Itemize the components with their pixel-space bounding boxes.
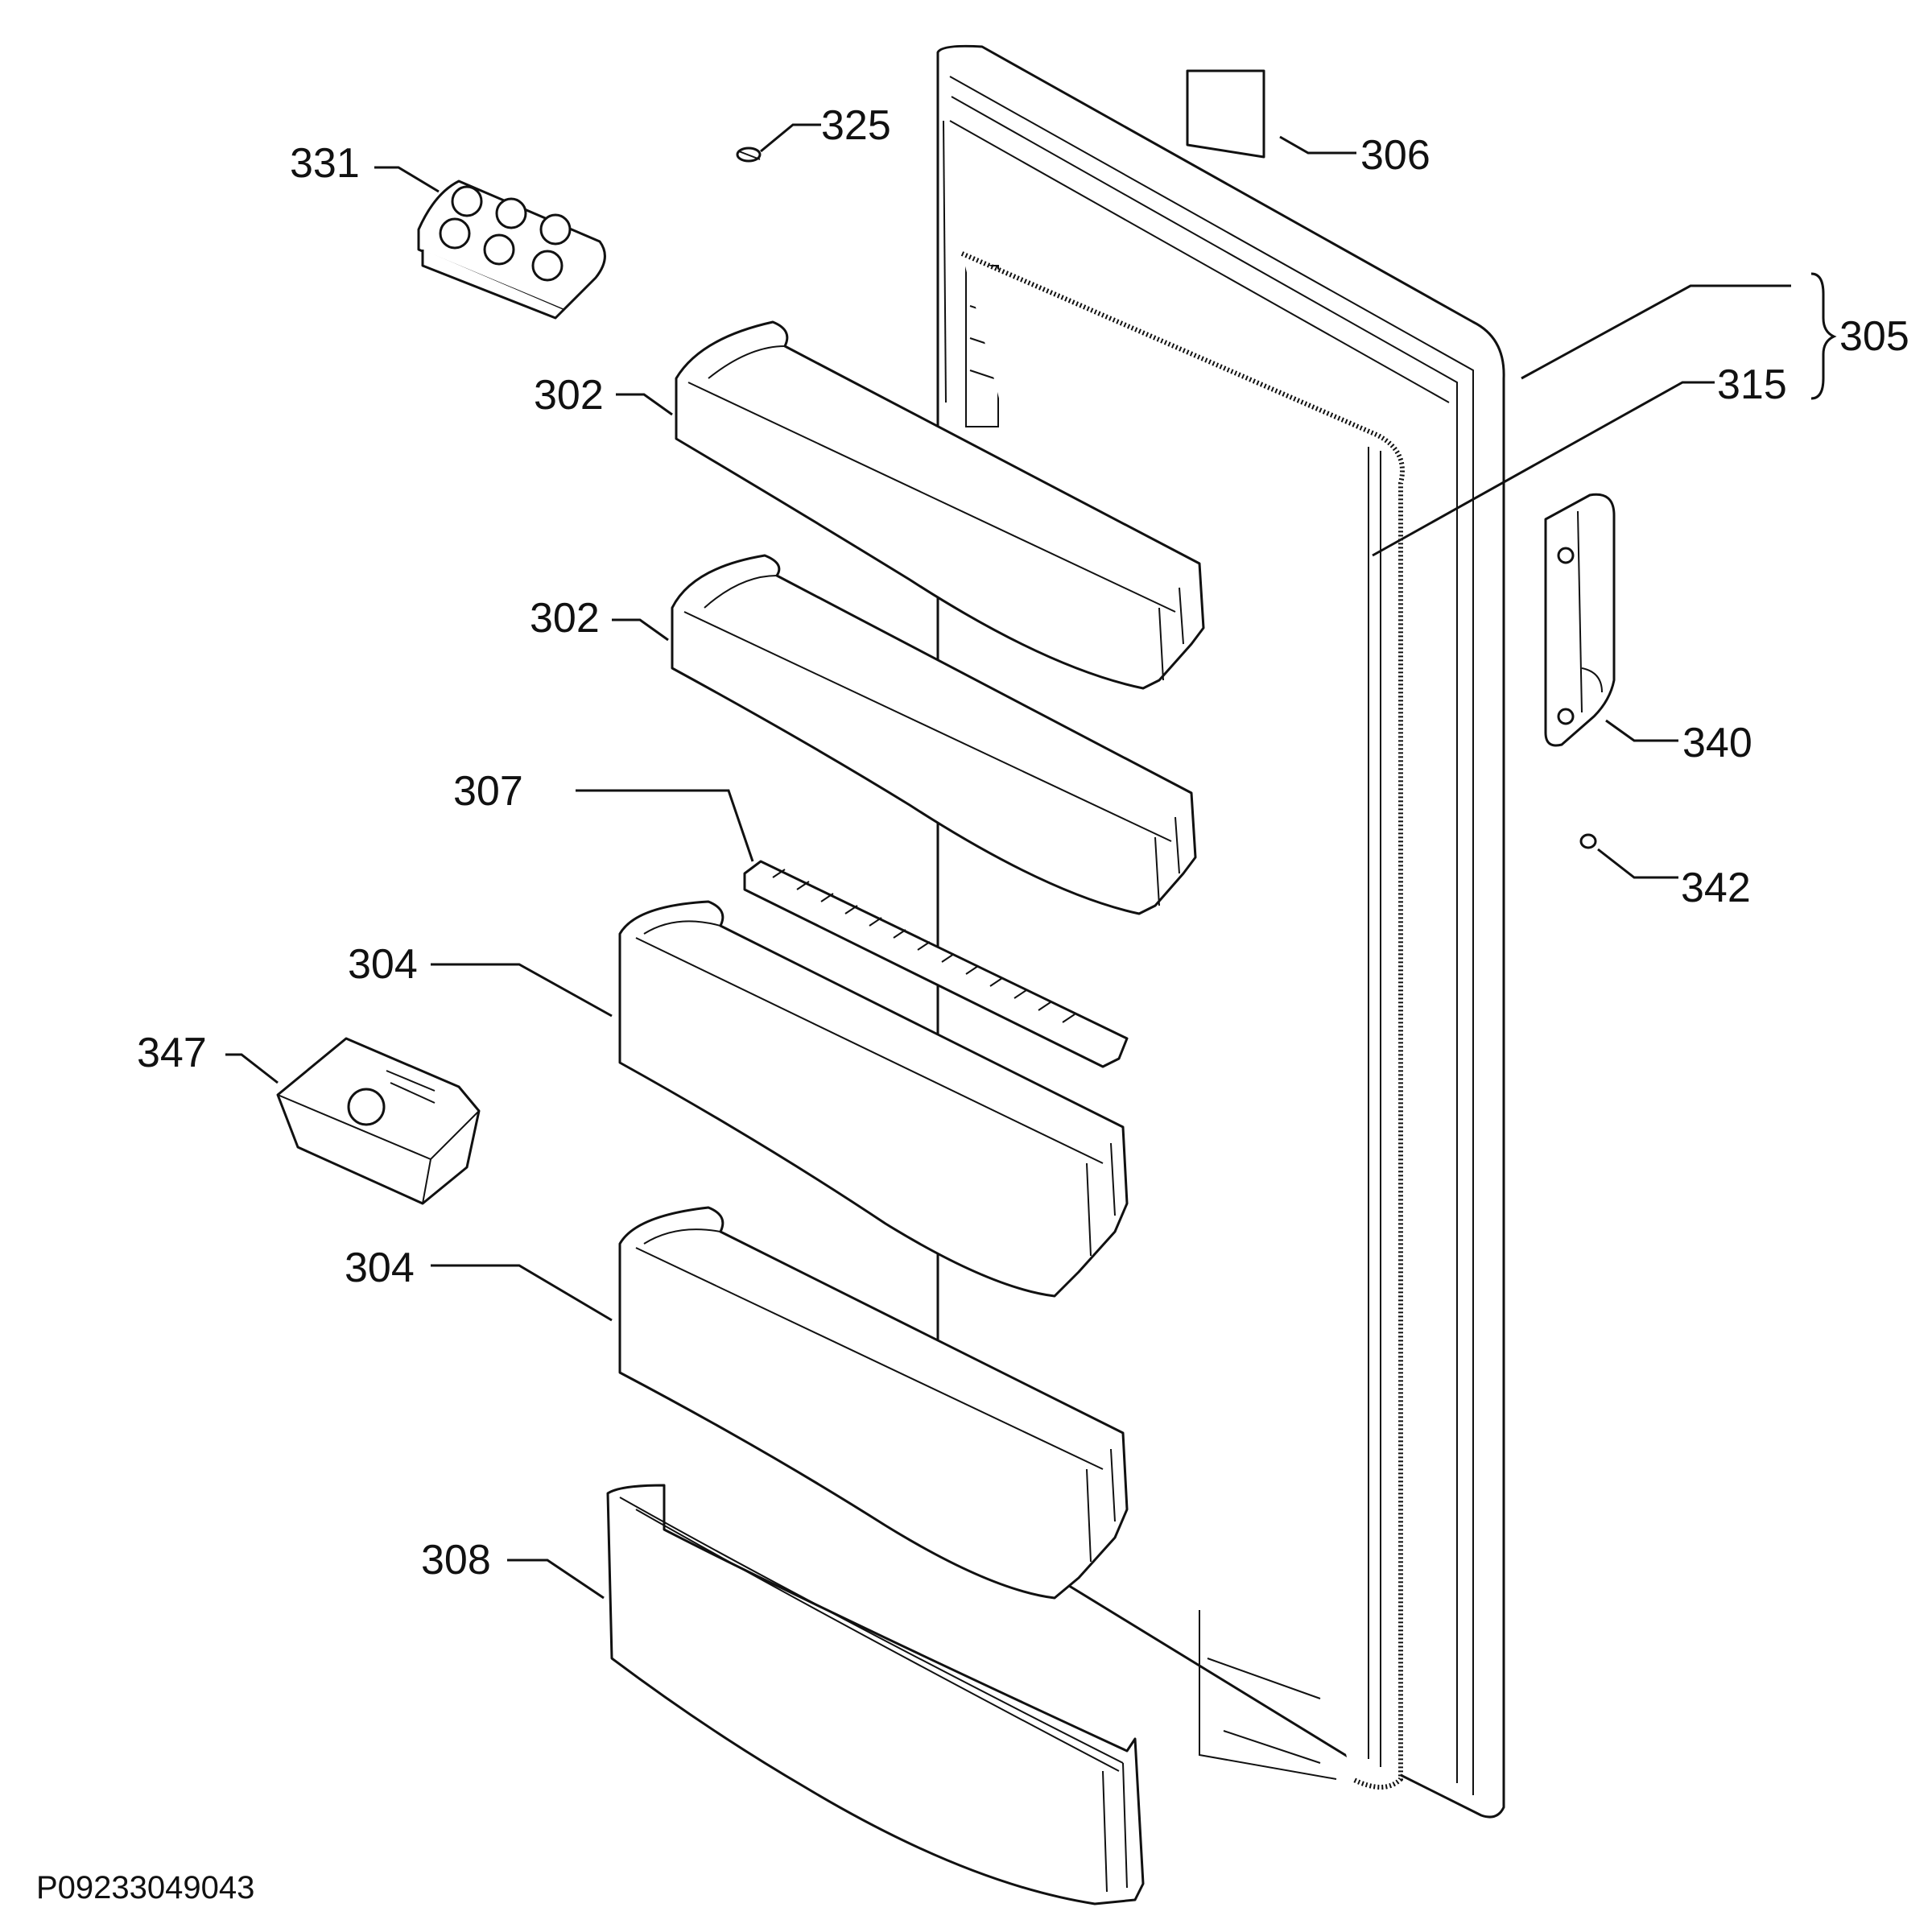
door-bin-upper <box>618 900 1129 1298</box>
callout-305: 305 <box>1839 313 1909 360</box>
bottle-divider <box>743 860 1129 1068</box>
document-id: P09233049043 <box>36 1870 254 1905</box>
door-shelf-upper <box>675 320 1205 690</box>
callout-307: 307 <box>453 768 523 815</box>
callout-347: 347 <box>137 1030 207 1076</box>
callout-labels: 331 325 306 305 315 302 302 340 307 342 … <box>137 102 1909 1583</box>
callout-304-upper: 304 <box>348 941 418 988</box>
door-bin-lower <box>618 1206 1129 1600</box>
bottle-bin <box>606 1484 1145 1905</box>
callout-325: 325 <box>821 102 891 149</box>
egg-tray <box>417 180 606 320</box>
screw-part <box>736 147 762 163</box>
callout-340: 340 <box>1682 720 1752 766</box>
door-handle <box>1544 493 1616 747</box>
callout-302-upper: 302 <box>534 372 604 419</box>
door-shelf-lower <box>671 554 1197 915</box>
rating-label <box>1186 69 1265 159</box>
butter-compartment <box>276 1037 481 1205</box>
callout-331: 331 <box>290 140 360 187</box>
leader-lines <box>225 123 1837 1600</box>
handle-screw <box>1579 833 1597 849</box>
callout-306: 306 <box>1360 132 1430 179</box>
callout-308: 308 <box>421 1537 491 1583</box>
callout-315: 315 <box>1717 361 1787 408</box>
callout-342: 342 <box>1681 865 1751 911</box>
callout-304-lower: 304 <box>345 1245 415 1291</box>
callout-302-lower: 302 <box>530 595 600 642</box>
